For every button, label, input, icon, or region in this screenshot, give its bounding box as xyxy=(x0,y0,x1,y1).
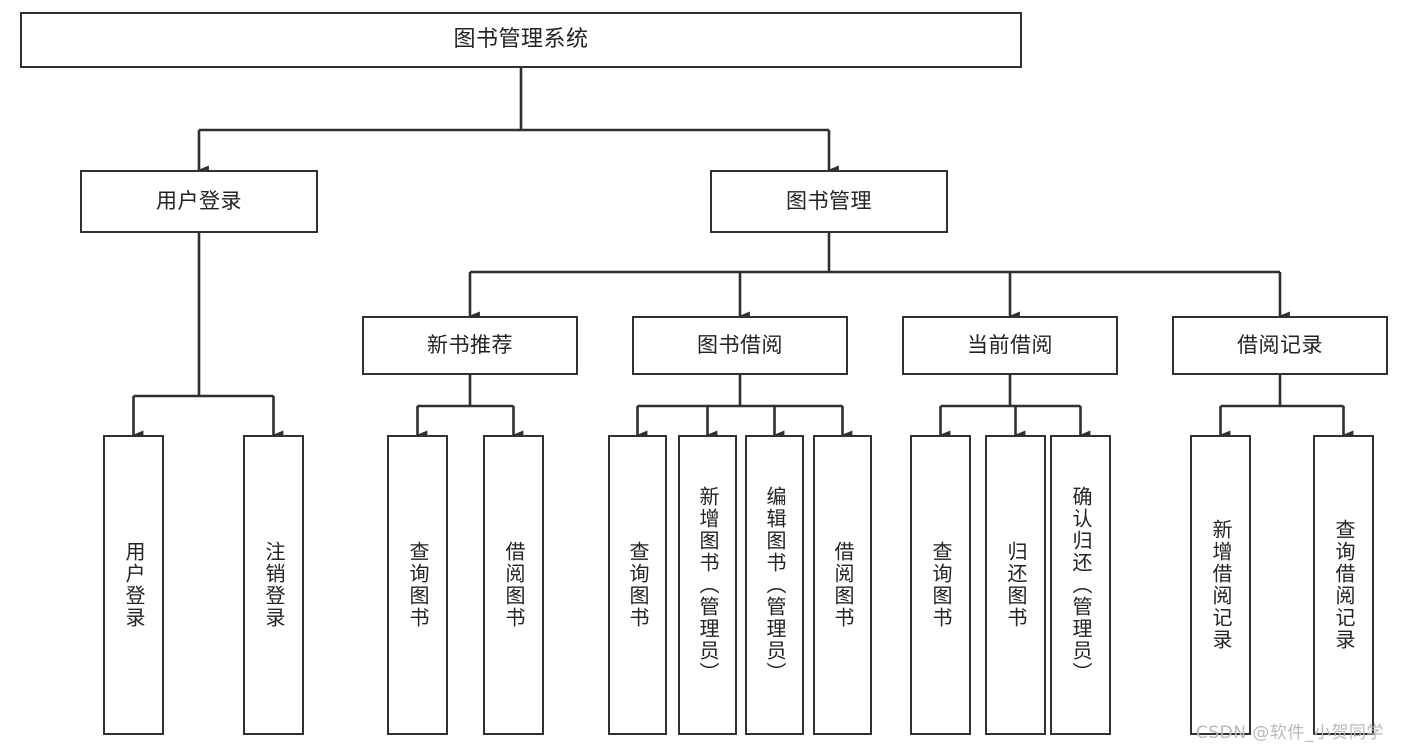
node-label: 查询图书 xyxy=(929,541,953,629)
node-label: 用户登录 xyxy=(156,188,242,213)
node-book-borrow[interactable]: 图书借阅 xyxy=(632,316,848,375)
node-leaf-cur-query[interactable]: 查询图书 xyxy=(910,435,971,735)
node-leaf-user-login[interactable]: 用户登录 xyxy=(103,435,164,735)
node-leaf-rec-query[interactable]: 查询图书 xyxy=(387,435,448,735)
node-leaf-borrow-lend[interactable]: 借阅图书 xyxy=(813,435,872,735)
node-leaf-rec-borrow[interactable]: 借阅图书 xyxy=(483,435,544,735)
node-root[interactable]: 图书管理系统 xyxy=(20,12,1022,68)
node-label: 归还图书 xyxy=(1004,541,1028,629)
node-leaf-borrow-add[interactable]: 新增图书（管理员） xyxy=(678,435,737,735)
node-leaf-user-logout[interactable]: 注销登录 xyxy=(243,435,304,735)
node-current-borrow[interactable]: 当前借阅 xyxy=(902,316,1118,375)
node-borrow-record[interactable]: 借阅记录 xyxy=(1172,316,1388,375)
node-label: 当前借阅 xyxy=(967,332,1053,357)
node-book-manage[interactable]: 图书管理 xyxy=(710,170,948,233)
node-label: 新书推荐 xyxy=(427,332,513,357)
node-leaf-cur-return[interactable]: 归还图书 xyxy=(985,435,1046,735)
node-label: 查询图书 xyxy=(406,541,430,629)
node-user-login[interactable]: 用户登录 xyxy=(80,170,318,233)
node-leaf-borrow-edit[interactable]: 编辑图书（管理员） xyxy=(745,435,804,735)
node-label: 用户登录 xyxy=(122,541,146,629)
node-label: 图书借阅 xyxy=(697,332,783,357)
node-leaf-rec-add[interactable]: 新增借阅记录 xyxy=(1190,435,1251,735)
node-leaf-rec-query2[interactable]: 查询借阅记录 xyxy=(1313,435,1374,735)
node-label: 借阅图书 xyxy=(502,541,526,629)
node-label: 图书管理系统 xyxy=(453,26,589,52)
node-label: 新增借阅记录 xyxy=(1209,519,1233,651)
node-label: 注销登录 xyxy=(262,541,286,629)
node-leaf-borrow-query[interactable]: 查询图书 xyxy=(608,435,667,735)
node-label: 新增图书（管理员） xyxy=(696,486,720,684)
node-label: 图书管理 xyxy=(786,188,872,213)
node-label: 借阅图书 xyxy=(831,541,855,629)
node-label: 编辑图书（管理员） xyxy=(763,486,787,684)
node-label: 确认归还（管理员） xyxy=(1069,486,1093,684)
node-new-book-rec[interactable]: 新书推荐 xyxy=(362,316,578,375)
node-label: 借阅记录 xyxy=(1237,332,1323,357)
node-label: 查询图书 xyxy=(626,541,650,629)
node-leaf-cur-confirm[interactable]: 确认归还（管理员） xyxy=(1050,435,1111,735)
node-label: 查询借阅记录 xyxy=(1332,519,1356,651)
